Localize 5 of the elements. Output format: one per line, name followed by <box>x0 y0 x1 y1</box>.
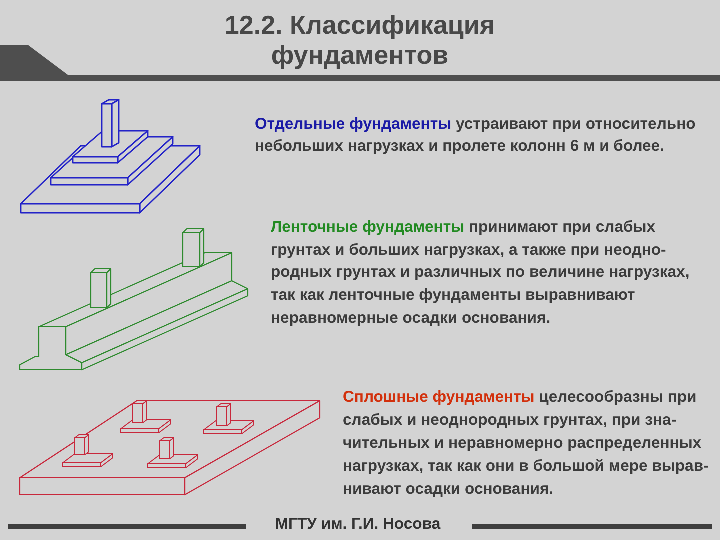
slide-title: 12.2. Классификация фундаментов <box>224 10 496 70</box>
description-text: Отдельные фундаменты устраивают при относительно небольших нагрузках и пролете колонн 6 м и более. <box>255 115 697 157</box>
description-text: Ленточные фундаменты принимают при слабых грунтах и больших нагрузках, а также при неодно-родных грунтах и различных по величине нагрузках, так как ленточные фундаменты выравнивают неравномерные осадки основания. <box>271 218 691 329</box>
footer-text: МГТУ им. Г.И. Носова <box>274 515 442 535</box>
description-text: Сплошные фундаменты целесообразны при слабых и неоднородных грунтах, при зна-чительных и неравномерно распределенных нагрузках, так как они в большой мере вырав-нивают осадки основания. <box>343 388 710 500</box>
